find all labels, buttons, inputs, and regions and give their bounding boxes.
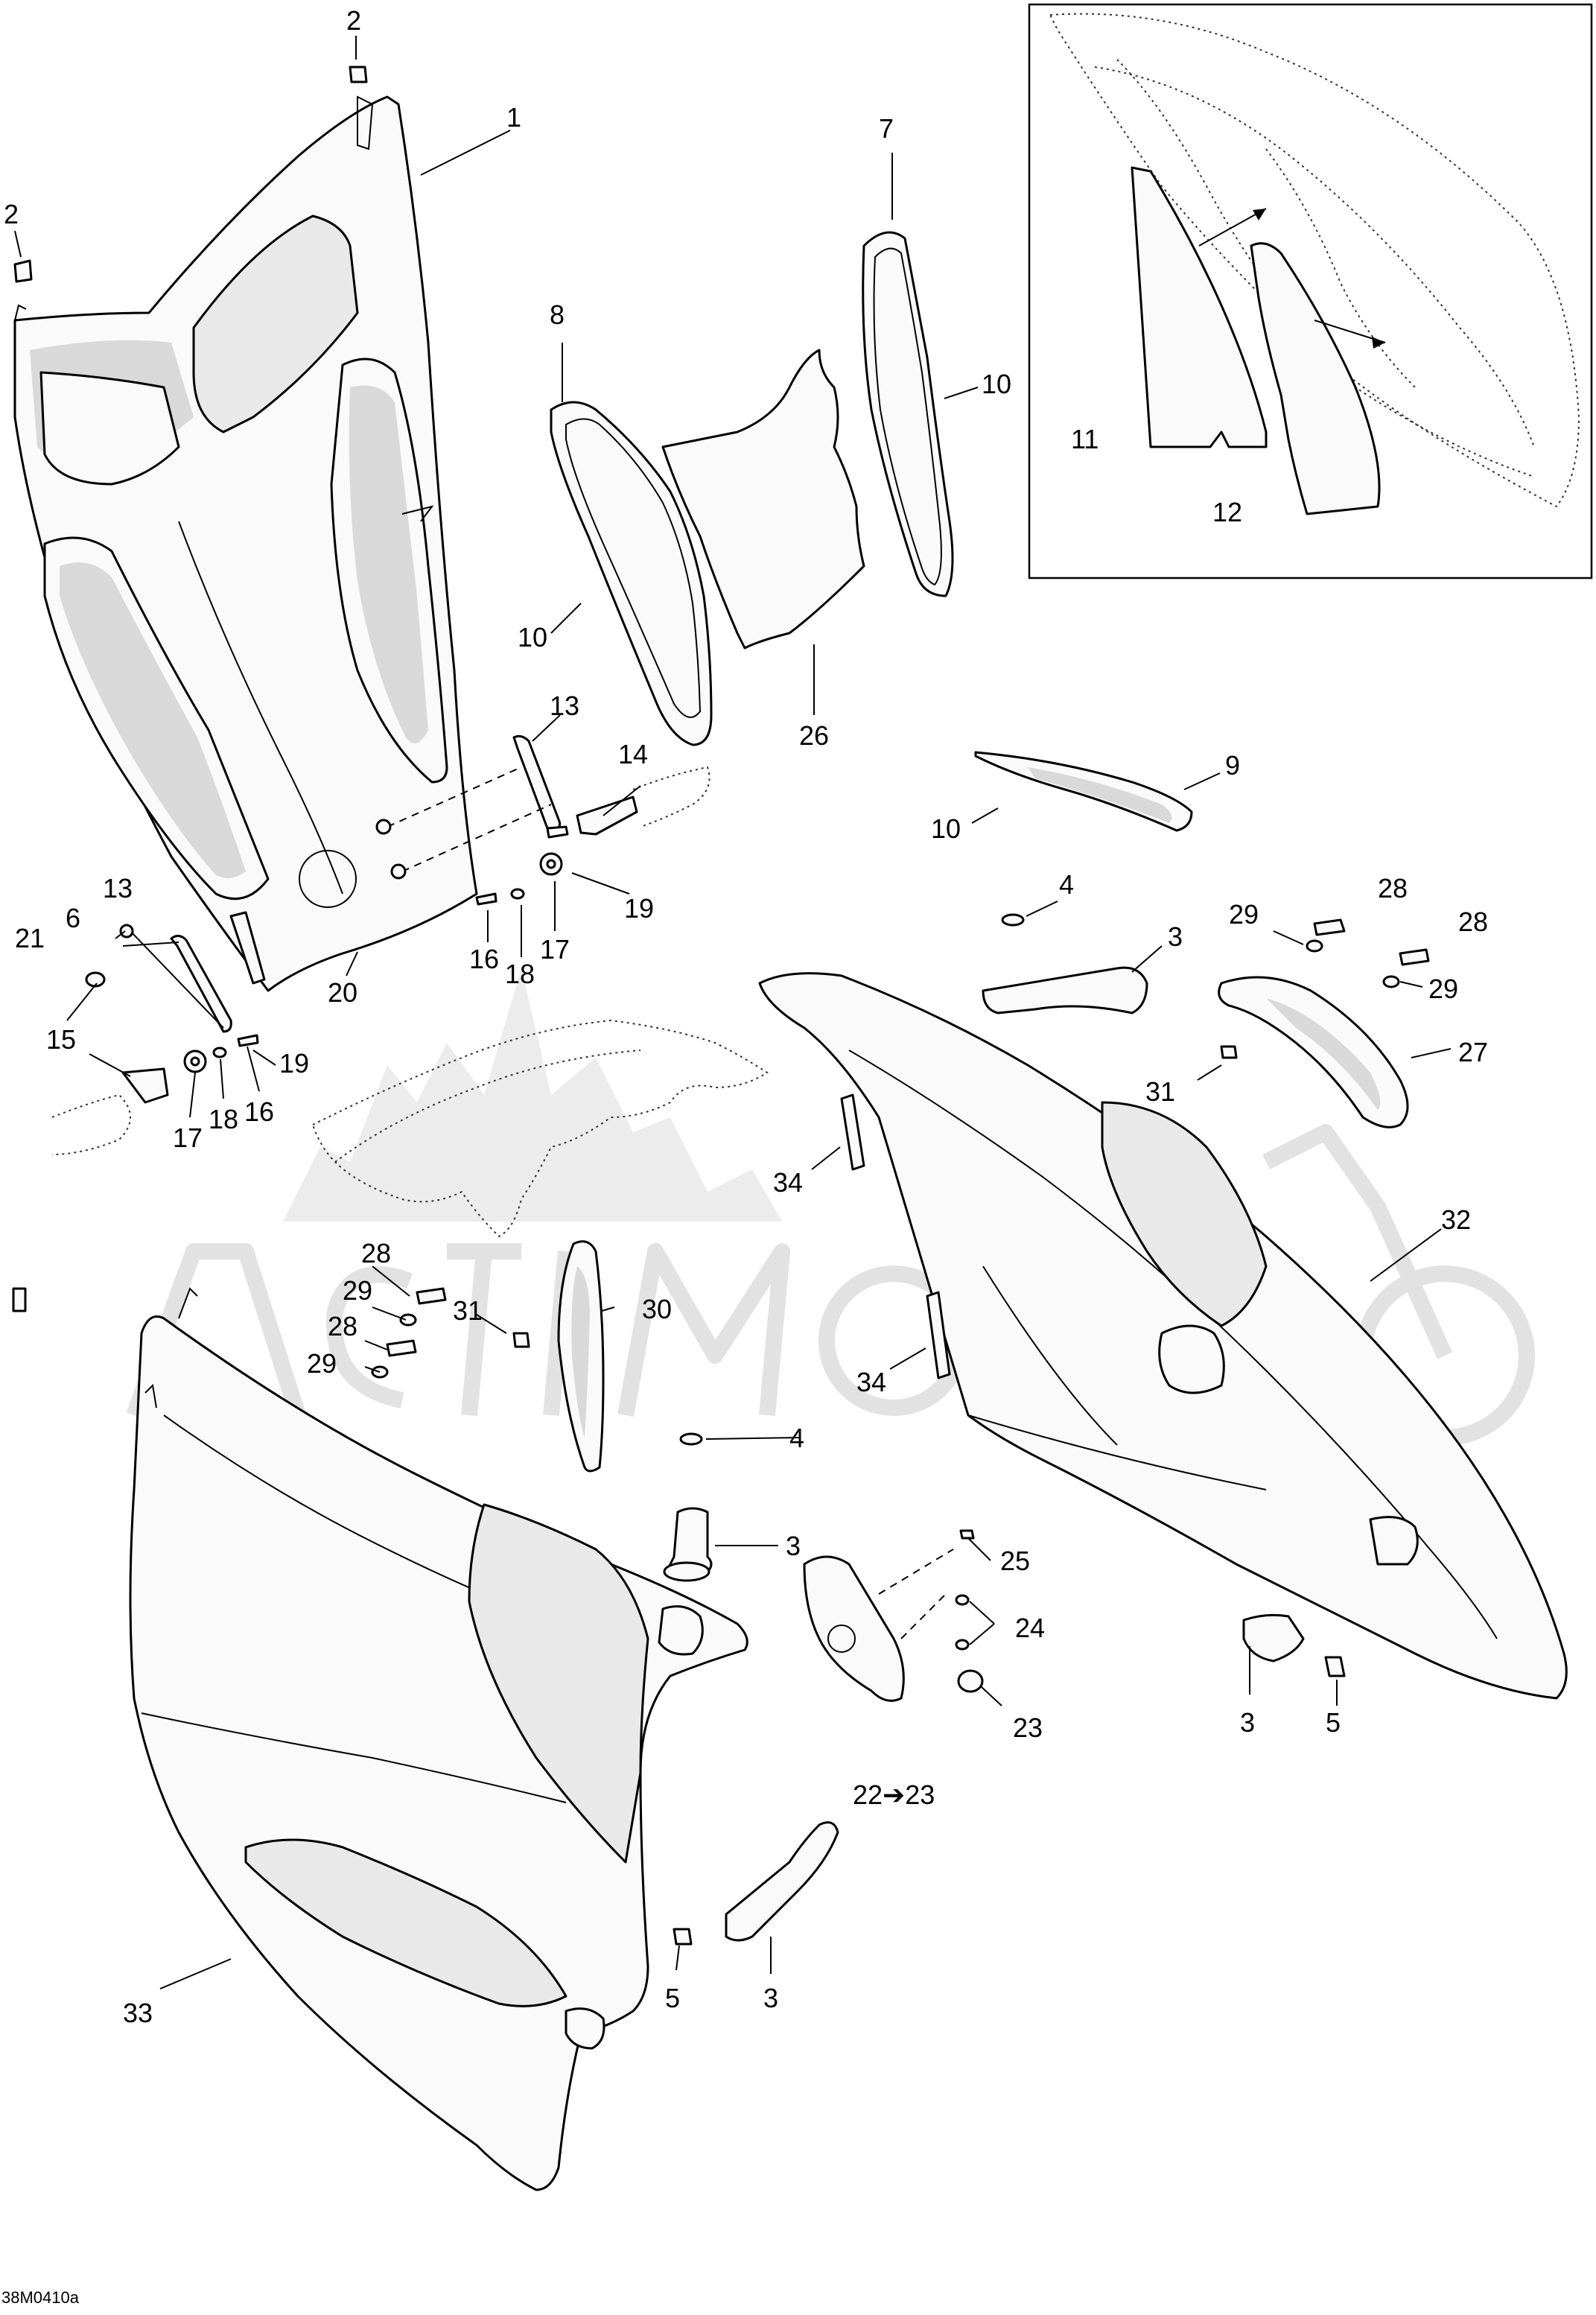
callout-28: 28 bbox=[1458, 906, 1488, 937]
part-32-side-panel bbox=[758, 972, 1568, 1700]
part-9-deflector bbox=[974, 751, 1193, 832]
callout-34: 34 bbox=[773, 1167, 803, 1198]
part-3-handle-center bbox=[663, 1507, 713, 1582]
part-7-trim bbox=[862, 231, 954, 597]
callout-9: 9 bbox=[1225, 750, 1240, 781]
inset-frame bbox=[1028, 3, 1593, 579]
callout-29: 29 bbox=[1229, 899, 1259, 930]
callout-29: 29 bbox=[307, 1348, 337, 1379]
callout-10: 10 bbox=[518, 622, 547, 652]
callout-29: 29 bbox=[343, 1275, 372, 1306]
callout-3: 3 bbox=[1168, 921, 1183, 952]
part-1-hood bbox=[13, 95, 478, 992]
callout-4: 4 bbox=[1059, 869, 1074, 900]
callout-5: 5 bbox=[665, 1983, 680, 2013]
part-33-side-panel bbox=[129, 1287, 748, 2191]
callout-13: 13 bbox=[103, 873, 133, 904]
callout-6: 6 bbox=[66, 903, 80, 933]
callout-13: 13 bbox=[550, 690, 579, 721]
inset-arrows bbox=[1198, 208, 1386, 349]
callout-labels: 2 2 1 7 8 10 10 26 11 12 9 10 13 14 19 1… bbox=[4, 5, 1488, 2028]
callout-10: 10 bbox=[982, 369, 1011, 399]
callout-16: 16 bbox=[469, 944, 499, 974]
part-34-clips bbox=[840, 1093, 951, 1379]
chassis-bracket-dotted bbox=[311, 1019, 769, 1238]
callout-1: 1 bbox=[506, 102, 521, 133]
callout-2: 2 bbox=[346, 5, 361, 36]
callout-29: 29 bbox=[1428, 974, 1458, 1004]
callout-15: 15 bbox=[46, 1024, 76, 1055]
callout-16: 16 bbox=[244, 1096, 274, 1127]
callout-4: 4 bbox=[789, 1423, 804, 1453]
callout-3: 3 bbox=[763, 1983, 778, 2013]
callout-27: 27 bbox=[1458, 1037, 1488, 1067]
callout-17: 17 bbox=[173, 1122, 203, 1153]
part-27-trim bbox=[1218, 976, 1409, 1128]
callout-20: 20 bbox=[328, 977, 357, 1008]
callout-21: 21 bbox=[15, 923, 45, 953]
inset-hood-outline bbox=[1049, 13, 1580, 508]
callout-31: 31 bbox=[1145, 1076, 1175, 1107]
leader-lines bbox=[14, 36, 1452, 1989]
callout-18: 18 bbox=[505, 959, 535, 989]
fasteners-upper bbox=[375, 766, 569, 906]
callout-31: 31 bbox=[453, 1295, 483, 1326]
callout-18: 18 bbox=[209, 1104, 238, 1134]
callout-12: 12 bbox=[1212, 497, 1242, 527]
callout-28: 28 bbox=[328, 1311, 357, 1341]
callout-28: 28 bbox=[1378, 873, 1408, 904]
callout-25: 25 bbox=[1000, 1546, 1030, 1576]
callout-14: 14 bbox=[618, 739, 648, 769]
callout-33: 33 bbox=[123, 1998, 153, 2028]
callout-34: 34 bbox=[856, 1367, 886, 1397]
callout-30: 30 bbox=[642, 1294, 672, 1324]
callout-19: 19 bbox=[624, 893, 654, 924]
diagram-code: 38M0410a bbox=[1, 2288, 80, 2307]
callout-11: 11 bbox=[1071, 424, 1099, 454]
callout-26: 26 bbox=[799, 720, 829, 751]
part-13-bracket-lower bbox=[170, 911, 266, 1033]
callout-17: 17 bbox=[540, 934, 570, 965]
callout-32: 32 bbox=[1441, 1204, 1471, 1235]
part-15-mount bbox=[51, 1067, 169, 1155]
callout-8: 8 bbox=[550, 299, 565, 330]
callout-7: 7 bbox=[879, 113, 894, 144]
callout-24: 24 bbox=[1015, 1613, 1045, 1643]
part-30-trim bbox=[557, 1240, 605, 1473]
part-22-bracket bbox=[803, 1549, 954, 1702]
callout-2: 2 bbox=[4, 199, 19, 229]
callout-22-to-23: 22➔23 bbox=[853, 1779, 935, 1810]
part-12-panel bbox=[1250, 242, 1381, 515]
part-14-mount bbox=[632, 766, 710, 828]
part-3-clip-right bbox=[1242, 1613, 1305, 1663]
part-3-handle-upper bbox=[982, 966, 1148, 1014]
callout-3: 3 bbox=[1240, 1707, 1255, 1738]
small-fasteners bbox=[12, 66, 1430, 1946]
callout-3: 3 bbox=[786, 1531, 801, 1561]
part-3-handle-lower bbox=[725, 1821, 839, 1942]
fasteners-lower bbox=[85, 924, 259, 1073]
callout-28: 28 bbox=[361, 1238, 391, 1268]
callout-19: 19 bbox=[279, 1048, 309, 1079]
callout-10: 10 bbox=[931, 813, 961, 844]
callout-23: 23 bbox=[1013, 1712, 1043, 1743]
callout-5: 5 bbox=[1326, 1707, 1341, 1738]
part-11-panel bbox=[1131, 166, 1268, 448]
part-26-liner bbox=[661, 349, 865, 650]
part-8-trim bbox=[550, 401, 713, 746]
